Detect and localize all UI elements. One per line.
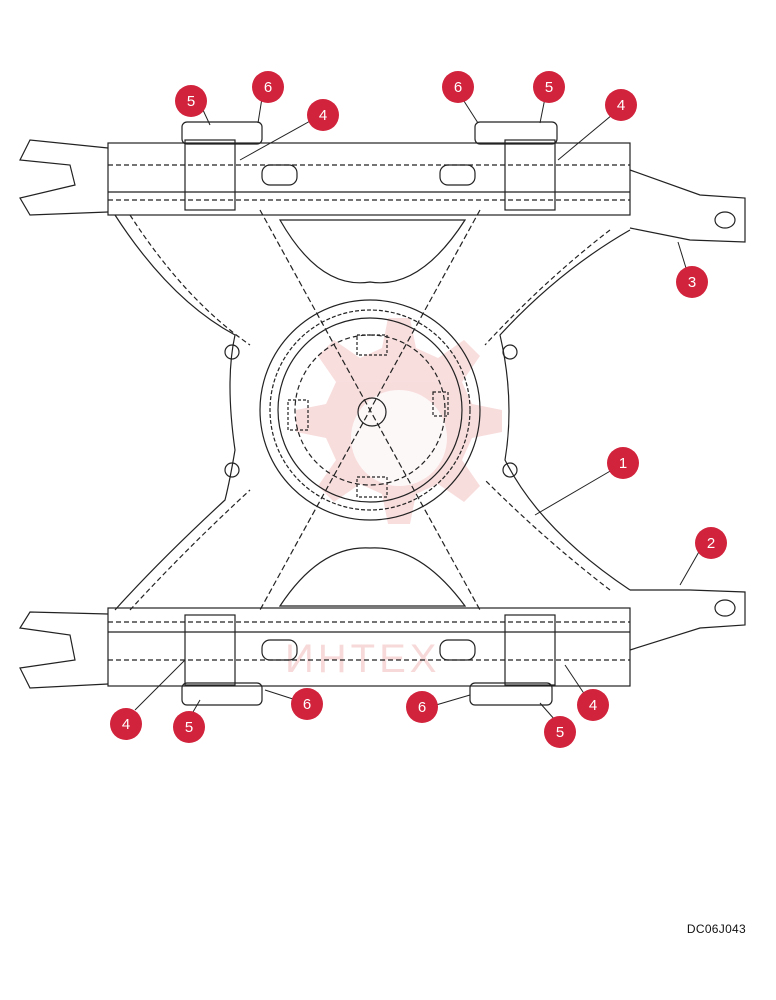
- callout-6-top-left: 6: [252, 71, 284, 103]
- svg-text:4: 4: [319, 107, 327, 124]
- leader-lines: [134, 97, 701, 721]
- callout-6-top-right: 6: [442, 71, 474, 103]
- svg-text:6: 6: [418, 699, 426, 716]
- callout-4-top-left: 4: [307, 99, 339, 131]
- callout-5-top-right: 5: [533, 71, 565, 103]
- left-fork-bottom: [19, 611, 109, 689]
- svg-text:1: 1: [619, 455, 627, 472]
- watermark-text: ИНТЕХ: [285, 637, 440, 681]
- callout-5-bottom-left: 5: [173, 711, 205, 743]
- bottom-rail: [107, 607, 631, 687]
- svg-text:3: 3: [688, 274, 696, 291]
- callout-5-bottom-right: 5: [544, 716, 576, 748]
- svg-text:5: 5: [185, 719, 193, 736]
- svg-text:6: 6: [454, 79, 462, 96]
- callout-4-bottom-right: 4: [577, 689, 609, 721]
- svg-text:2: 2: [707, 535, 715, 552]
- right-coupler-top: [629, 169, 746, 243]
- bolster-plate-tr: [504, 139, 556, 211]
- svg-text:5: 5: [187, 93, 195, 110]
- callout-2: 2: [695, 527, 727, 559]
- svg-text:6: 6: [264, 79, 272, 96]
- frame-outline: [19, 121, 746, 706]
- center-pin: [357, 397, 387, 427]
- callout-3: 3: [676, 266, 708, 298]
- left-fork-top: [19, 139, 109, 216]
- callout-1: 1: [607, 447, 639, 479]
- side-member-left: [114, 214, 236, 611]
- top-rail: [107, 142, 631, 216]
- side-member-right: [499, 229, 631, 591]
- drawing-reference-code: DC06J043: [686, 922, 746, 936]
- svg-text:6: 6: [303, 696, 311, 713]
- callout-5-top-left: 5: [175, 85, 207, 117]
- lower-arch: [278, 547, 467, 607]
- callout-6-bottom-right: 6: [406, 691, 438, 723]
- slewing-ring-outer: [259, 299, 481, 521]
- bolster-plate-br: [504, 614, 556, 686]
- svg-text:4: 4: [589, 697, 597, 714]
- upper-arch: [278, 219, 467, 284]
- svg-text:4: 4: [122, 716, 130, 733]
- svg-text:5: 5: [556, 724, 564, 741]
- callout-4-bottom-left: 4: [110, 708, 142, 740]
- svg-text:4: 4: [617, 97, 625, 114]
- right-coupler-bottom: [629, 589, 746, 651]
- callout-4-top-right: 4: [605, 89, 637, 121]
- bolster-plate-bl: [184, 614, 236, 686]
- bolster-plate-tl: [184, 139, 236, 211]
- svg-text:5: 5: [545, 79, 553, 96]
- callout-6-bottom-left: 6: [291, 688, 323, 720]
